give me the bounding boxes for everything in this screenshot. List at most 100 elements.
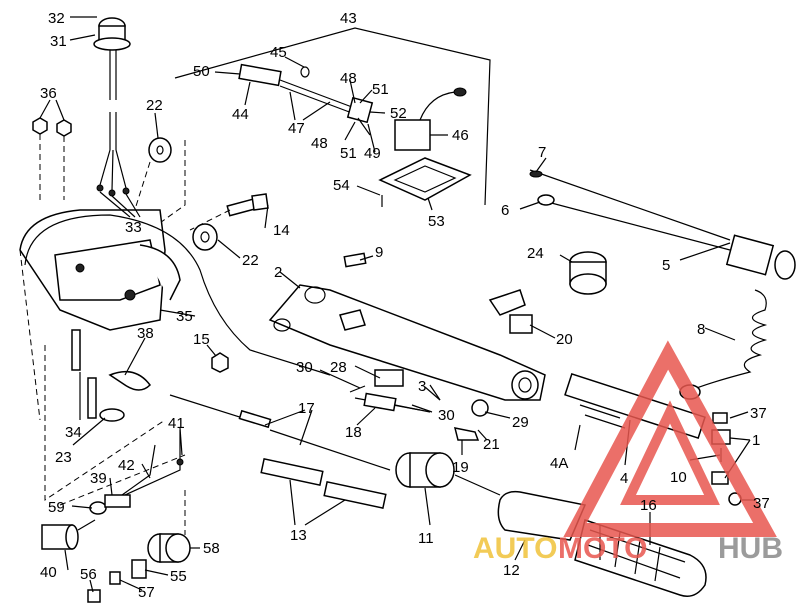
label-41: 41 (168, 415, 185, 432)
tiller-arm (268, 284, 546, 401)
label-40: 40 (40, 564, 57, 581)
wire-loop (24, 214, 331, 376)
label-48-top: 48 (340, 70, 357, 87)
harness-44 (238, 63, 374, 124)
label-52: 52 (390, 105, 407, 122)
label-58: 58 (203, 540, 220, 557)
label-31: 31 (50, 33, 67, 50)
label-30-left: 30 (296, 359, 313, 376)
label-55: 55 (170, 568, 187, 585)
clip-9 (343, 252, 367, 268)
label-51-bottom: 51 (340, 145, 357, 162)
label-4: 4 (620, 470, 628, 487)
tiller-bracket (19, 209, 181, 421)
watermark-triangle (563, 340, 777, 537)
label-22: 22 (242, 252, 259, 269)
label-5: 5 (662, 257, 670, 274)
label-53: 53 (428, 213, 445, 230)
label-20: 20 (556, 331, 573, 348)
handle-grip-16 (574, 519, 707, 597)
throttle-cylinder-11 (395, 452, 501, 496)
label-32: 32 (48, 10, 65, 27)
label-13: 13 (290, 527, 307, 544)
watermark-inner-triangle (620, 400, 720, 505)
clamp-38 (108, 370, 151, 391)
label-48-bottom: 48 (311, 135, 328, 152)
screws-34 (71, 329, 125, 422)
label-4a: 4A (550, 455, 568, 472)
label-16: 16 (640, 497, 657, 514)
ring-58 (147, 533, 191, 563)
watermark: AUTO MOTO HUB (473, 340, 783, 565)
label-50: 50 (193, 63, 210, 80)
label-45: 45 (270, 44, 287, 61)
label-34: 34 (65, 424, 82, 441)
label-28: 28 (330, 359, 347, 376)
label-37-top: 37 (750, 405, 767, 422)
bolt-14 (189, 193, 269, 231)
washer-22 (129, 137, 172, 226)
label-14: 14 (273, 222, 290, 239)
small-parts-left (87, 559, 147, 603)
lanyard-8 (679, 289, 768, 400)
watermark-text-auto: AUTO (473, 532, 557, 565)
label-6: 6 (501, 202, 509, 219)
stop-switch-5 (529, 169, 796, 280)
label-49: 49 (364, 145, 381, 162)
label-18: 18 (345, 424, 362, 441)
plate-53 (378, 157, 472, 207)
label-47: 47 (288, 120, 305, 137)
key-switch (93, 17, 131, 197)
bushing-24 (569, 251, 607, 295)
label-9: 9 (375, 244, 383, 261)
sleeves-13 (260, 458, 387, 509)
label-19: 19 (452, 459, 469, 476)
label-38: 38 (137, 325, 154, 342)
grip-screw-20 (488, 289, 533, 334)
label-56: 56 (80, 566, 97, 583)
label-30-right: 30 (438, 407, 455, 424)
label-7: 7 (538, 144, 546, 161)
kit-outline-43 (174, 27, 491, 206)
label-42: 42 (118, 457, 135, 474)
label-46: 46 (452, 127, 469, 144)
label-21: 21 (483, 436, 500, 453)
label-15: 15 (193, 331, 210, 348)
label-29: 29 (512, 414, 529, 431)
part-labels: 32 31 36 22 33 35 38 14 22 15 2 9 28 30 … (40, 10, 770, 601)
label-24: 24 (527, 245, 544, 262)
label-57: 57 (138, 584, 155, 601)
nuts-36 (32, 117, 72, 200)
pack-46 (394, 87, 467, 151)
label-35: 35 (176, 308, 193, 325)
label-33: 33 (125, 219, 142, 236)
label-23: 23 (55, 449, 72, 466)
spacer-22 (192, 223, 218, 251)
watermark-text-moto: MOTO (558, 532, 647, 565)
label-3: 3 (418, 378, 426, 395)
label-12: 12 (503, 562, 520, 579)
plug-39 (89, 494, 131, 515)
nut-15 (211, 352, 229, 373)
label-2: 2 (274, 264, 282, 281)
label-1: 1 (752, 432, 760, 449)
connector-40 (41, 519, 96, 550)
label-36: 36 (40, 85, 57, 102)
label-43: 43 (340, 10, 357, 27)
label-8: 8 (697, 321, 705, 338)
wires-41-42 (59, 430, 186, 535)
label-10: 10 (670, 469, 687, 486)
label-54: 54 (333, 177, 350, 194)
label-11: 11 (418, 530, 434, 547)
throttle-cable (169, 394, 391, 471)
leader-lines (39, 16, 755, 593)
label-39: 39 (90, 470, 107, 487)
label-51-top: 51 (372, 81, 389, 98)
throttle-parts (349, 369, 489, 441)
label-44: 44 (232, 106, 249, 123)
watermark-text-hub: HUB (718, 532, 783, 565)
label-59: 59 (48, 499, 65, 516)
label-37-bottom: 37 (753, 495, 770, 512)
